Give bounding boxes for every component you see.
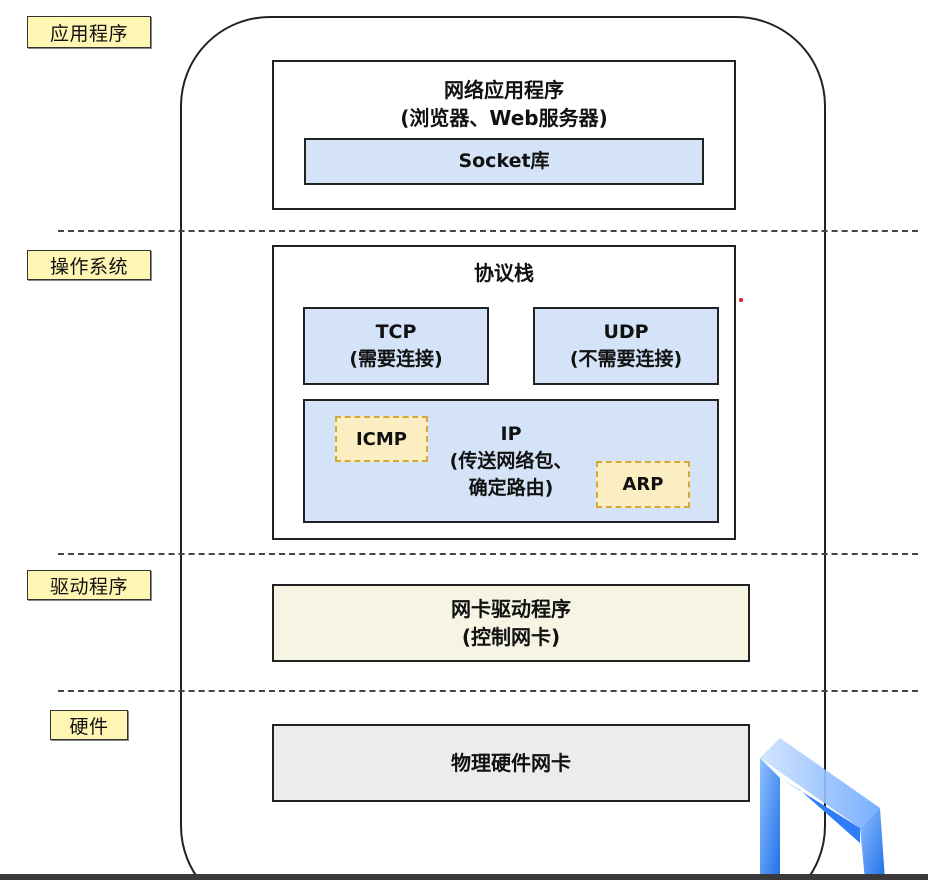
- udp-note: (不需要连接): [569, 348, 683, 370]
- separator-os-driver: [58, 553, 918, 555]
- bottom-edge-bar: [0, 874, 928, 880]
- brand-logo-icon: [750, 728, 928, 880]
- layer-tag-application: 应用程序: [27, 16, 151, 48]
- app-title: 网络应用程序: [444, 78, 564, 102]
- red-dot-marker: [739, 298, 743, 302]
- hardware-label: 物理硬件网卡: [451, 751, 571, 775]
- tcp-label: TCP: [375, 321, 417, 343]
- ip-note-line2: 确定路由): [468, 477, 554, 499]
- ip-label: IP: [500, 423, 522, 445]
- tcp-box: TCP (需要连接): [303, 307, 489, 385]
- nic-driver-box: 网卡驱动程序 (控制网卡): [272, 584, 750, 662]
- ip-note-line1: (传送网络包、: [449, 450, 573, 472]
- arp-box: ARP: [596, 461, 690, 508]
- physical-nic-box: 物理硬件网卡: [272, 724, 750, 802]
- socket-library-box: Socket库: [304, 138, 704, 185]
- system-boundary-frame: [180, 16, 826, 880]
- layer-tag-os: 操作系统: [27, 250, 151, 280]
- layer-tag-driver: 驱动程序: [27, 570, 151, 600]
- layer-tag-hardware: 硬件: [50, 710, 128, 740]
- udp-label: UDP: [603, 321, 649, 343]
- app-subtitle: (浏览器、Web服务器): [400, 106, 608, 130]
- driver-title: 网卡驱动程序: [451, 597, 571, 621]
- driver-subtitle: (控制网卡): [461, 625, 561, 649]
- network-application-box: 网络应用程序 (浏览器、Web服务器): [272, 60, 736, 210]
- tcp-note: (需要连接): [349, 348, 443, 370]
- separator-driver-hardware: [58, 690, 918, 692]
- icmp-box: ICMP: [335, 416, 428, 462]
- protocol-stack-title: 协议栈: [474, 261, 534, 285]
- separator-app-os: [58, 230, 918, 232]
- udp-box: UDP (不需要连接): [533, 307, 719, 385]
